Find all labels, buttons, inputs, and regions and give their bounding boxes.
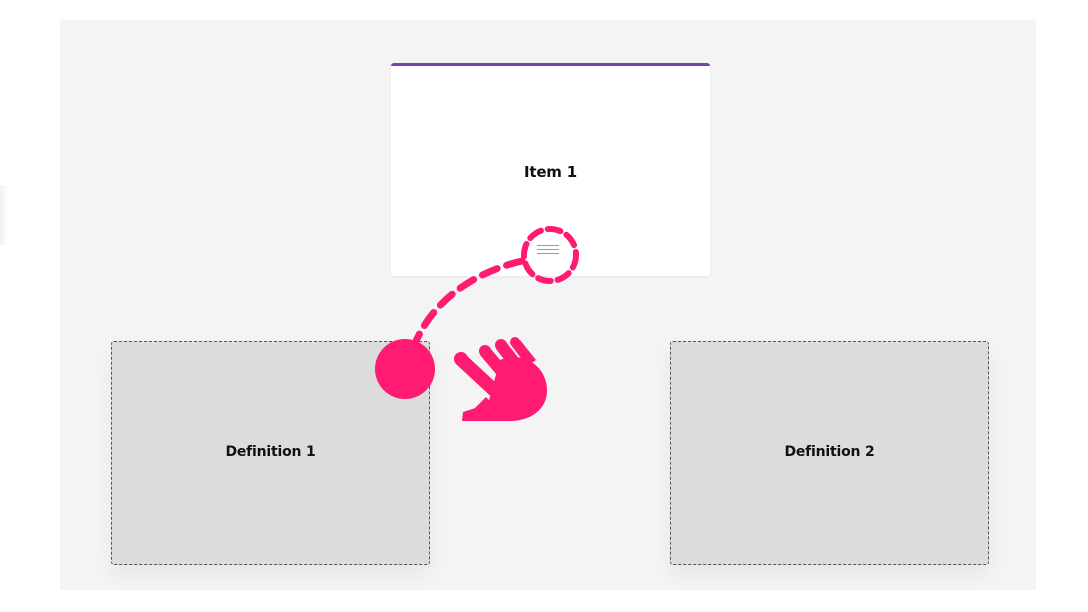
drop-zone-definition-2[interactable]: Definition 2 [670,341,989,565]
drag-handle-icon[interactable] [537,245,559,257]
drop-zone-definition-1[interactable]: Definition 1 [111,341,430,565]
item-label: Item 1 [523,163,577,181]
left-edge-shadow [0,185,8,245]
definition-label: Definition 1 [225,444,316,460]
definition-label: Definition 2 [784,444,875,460]
draggable-item-card[interactable]: Item 1 [391,63,710,276]
